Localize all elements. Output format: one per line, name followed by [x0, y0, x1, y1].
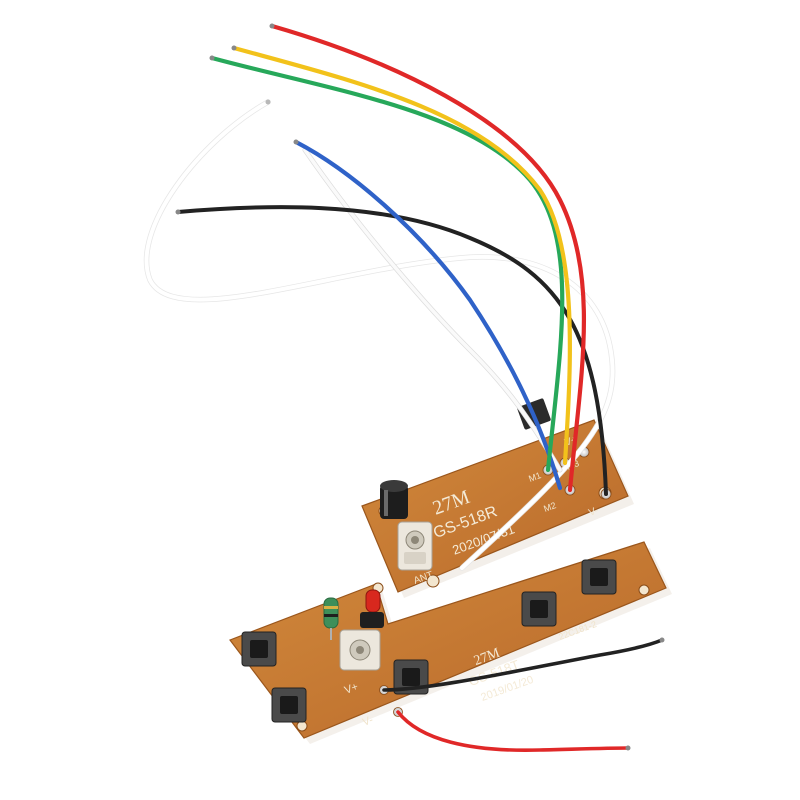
- wire-green: [209, 55, 565, 473]
- mount-hole: [426, 574, 440, 588]
- wire-white: [144, 100, 615, 570]
- transmitter-wires: [382, 637, 665, 753]
- receiver-coil: [397, 521, 433, 571]
- wire-tip: [293, 139, 299, 145]
- tact-button: [271, 687, 307, 723]
- wire-black-transmitter: [382, 638, 664, 692]
- receiver-vminus-label: V-: [587, 505, 600, 519]
- tact-button: [581, 559, 617, 595]
- transmitter-coil: [339, 629, 381, 671]
- green-inductor: [323, 597, 339, 640]
- receiver-board: 27M GS-518R 2020/07/31 ANT M1 M2 M3 V- V…: [361, 398, 634, 598]
- transmitter-vplus-label: V+: [343, 681, 360, 697]
- wire-tip: [625, 745, 631, 751]
- wire-tip: [659, 637, 665, 643]
- receiver-m2-label: M2: [542, 500, 557, 514]
- mount-hole: [638, 584, 650, 596]
- red-component: [360, 589, 384, 628]
- wire-tip: [175, 209, 181, 215]
- wire-yellow: [231, 45, 572, 466]
- electrolytic-capacitor: [380, 480, 408, 519]
- receiver-m1-label: M1: [527, 470, 542, 484]
- tact-button: [393, 659, 429, 695]
- receiver-wires: [143, 23, 616, 571]
- tact-button: [521, 591, 557, 627]
- wire-blue: [293, 139, 563, 491]
- wire-white-2: [303, 148, 562, 472]
- tact-button: [241, 631, 277, 667]
- wire-tip: [269, 23, 275, 29]
- wire-red-transmitter: [396, 710, 630, 753]
- wire-tip: [265, 99, 271, 105]
- wire-tip: [209, 55, 215, 61]
- transmitter-vminus-label: V-: [361, 714, 375, 729]
- wire-tip: [231, 45, 237, 51]
- wire-black: [176, 205, 608, 496]
- wire-red: [269, 23, 587, 493]
